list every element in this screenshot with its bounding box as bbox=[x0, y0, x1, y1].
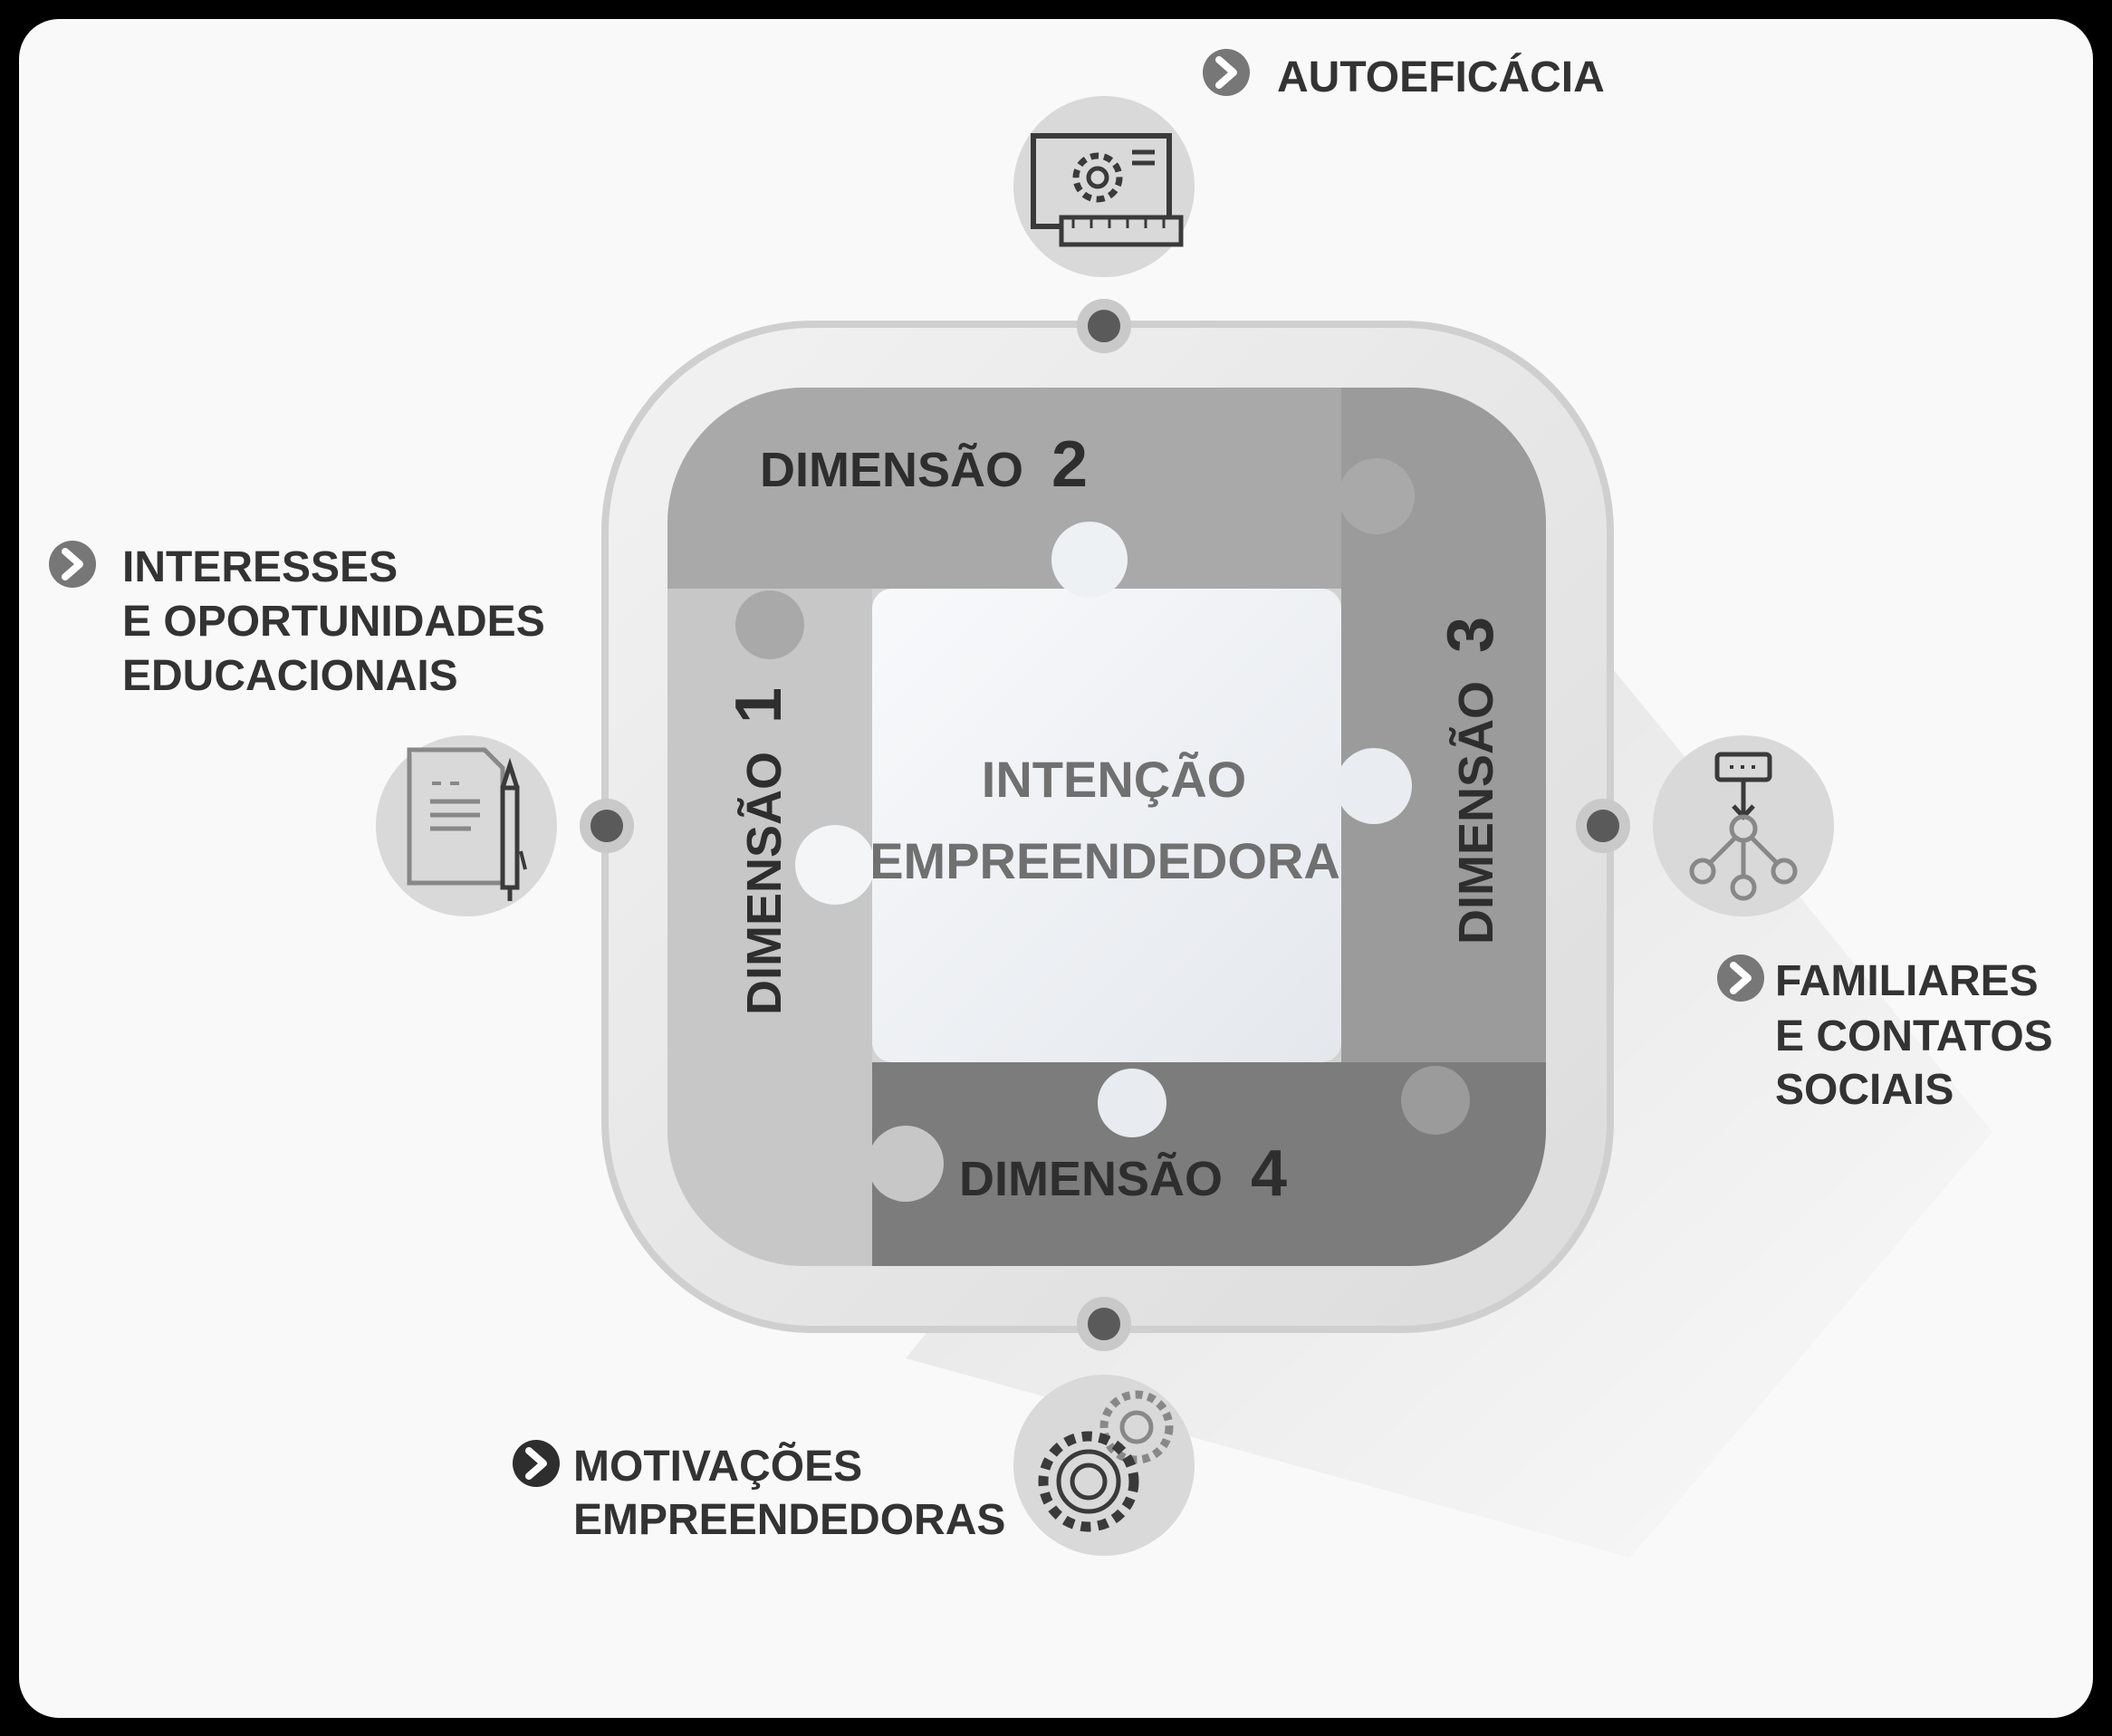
dimension-2-prefix: DIMENSÃO bbox=[760, 443, 1023, 497]
knob-d2-into-d1 bbox=[735, 590, 804, 659]
center-title-line1: INTENÇÃO bbox=[982, 751, 1246, 808]
factor-right-line2: E CONTATOS bbox=[1775, 1012, 2053, 1060]
bullet-chevron-icon-left bbox=[49, 541, 96, 588]
dimension-1-piece bbox=[667, 589, 872, 1266]
factor-left-line3: EDUCACIONAIS bbox=[122, 652, 458, 700]
connector-dot-top bbox=[1077, 299, 1131, 353]
dimension-2-label: DIMENSÃO 2 bbox=[760, 428, 1088, 501]
dimension-4-prefix: DIMENSÃO bbox=[959, 1152, 1223, 1206]
connector-dot-bottom bbox=[1077, 1297, 1131, 1351]
dimension-3-label: DIMENSÃO 3 bbox=[1435, 617, 1507, 945]
dimension-2-piece bbox=[667, 388, 1341, 589]
knob-d2-into-d3 bbox=[1339, 458, 1415, 534]
dimension-3-number: 3 bbox=[1435, 617, 1507, 653]
factor-top-label: AUTOEFICÁCIA bbox=[1277, 53, 1605, 101]
factor-left-line2: E OPORTUNIDADES bbox=[122, 598, 545, 646]
connector-dot-right bbox=[1576, 799, 1630, 853]
factor-right-line3: SOCIAIS bbox=[1775, 1066, 1954, 1114]
bullet-chevron-icon-right bbox=[1717, 954, 1764, 1002]
dimension-4-number: 4 bbox=[1251, 1137, 1287, 1210]
factor-right-line1: FAMILIARES bbox=[1775, 957, 2039, 1005]
dimension-1-number: 1 bbox=[723, 687, 795, 724]
center-title-line2: EMPREENDEDORA bbox=[869, 832, 1340, 889]
network-nodes-icon bbox=[1653, 735, 1834, 916]
center-piece bbox=[795, 522, 1412, 1137]
dimension-2-number: 2 bbox=[1051, 428, 1088, 501]
factor-bottom-line2: EMPREENDEDORAS bbox=[573, 1496, 1005, 1544]
dimension-3-prefix: DIMENSÃO bbox=[1449, 681, 1503, 945]
dimension-1-label: DIMENSÃO 1 bbox=[723, 687, 795, 1015]
document-pen-icon bbox=[376, 735, 557, 916]
factor-bottom-line1: MOTIVAÇÕES bbox=[573, 1441, 862, 1491]
bullet-chevron-icon-bottom bbox=[513, 1440, 560, 1487]
connector-dot-left bbox=[580, 799, 634, 853]
dimension-1-prefix: DIMENSÃO bbox=[737, 752, 792, 1015]
blueprint-gear-icon bbox=[1013, 96, 1195, 277]
factor-left-line1: INTERESSES bbox=[122, 543, 398, 591]
gears-icon bbox=[1013, 1375, 1195, 1556]
knob-d1-into-d4 bbox=[868, 1126, 944, 1202]
knob-d3-into-d4 bbox=[1401, 1066, 1470, 1135]
bullet-chevron-icon-top bbox=[1203, 49, 1250, 96]
dimension-4-label: DIMENSÃO 4 bbox=[959, 1137, 1287, 1210]
